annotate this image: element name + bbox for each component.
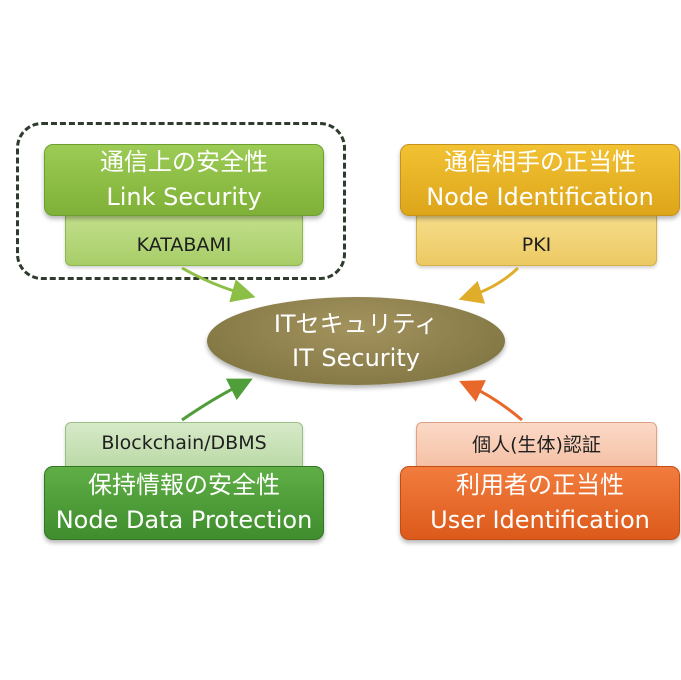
node-identification-tech: PKI: [521, 234, 552, 256]
user-identification-tech: 個人(生体)認証: [472, 433, 601, 456]
it-security-title-en: IT Security: [292, 344, 420, 372]
data-protection-title-ja: 保持情報の安全性: [88, 471, 280, 499]
node-identification-tech-box: PKI: [416, 212, 657, 266]
arrow-link-to-center: [181, 266, 256, 303]
user-identification-title-ja: 利用者の正当性: [456, 471, 624, 499]
link-security-box: 通信上の安全性 Link Security: [44, 144, 324, 216]
it-security-title-ja: ITセキュリティ: [273, 310, 439, 338]
arrow-node-id-to-center: [458, 266, 520, 304]
node-identification-title-en: Node Identification: [426, 183, 654, 211]
data-protection-tech: Blockchain/DBMS: [101, 432, 267, 454]
user-identification-box: 利用者の正当性 User Identification: [400, 466, 680, 540]
link-security-title-en: Link Security: [106, 183, 262, 211]
arrow-data-protection-to-center: [181, 378, 253, 422]
node-identification-title-ja: 通信相手の正当性: [444, 148, 636, 176]
user-identification-title-en: User Identification: [430, 506, 650, 534]
link-security-tech-box: KATABAMI: [65, 212, 303, 266]
link-security-tech: KATABAMI: [136, 234, 232, 256]
data-protection-title-en: Node Data Protection: [55, 506, 313, 534]
link-security-title-ja: 通信上の安全性: [100, 148, 268, 176]
data-protection-box: 保持情報の安全性 Node Data Protection: [44, 466, 324, 540]
arrow-user-id-to-center: [459, 380, 523, 422]
node-identification-box: 通信相手の正当性 Node Identification: [400, 144, 680, 216]
it-security-center: ITセキュリティ IT Security: [207, 297, 505, 385]
